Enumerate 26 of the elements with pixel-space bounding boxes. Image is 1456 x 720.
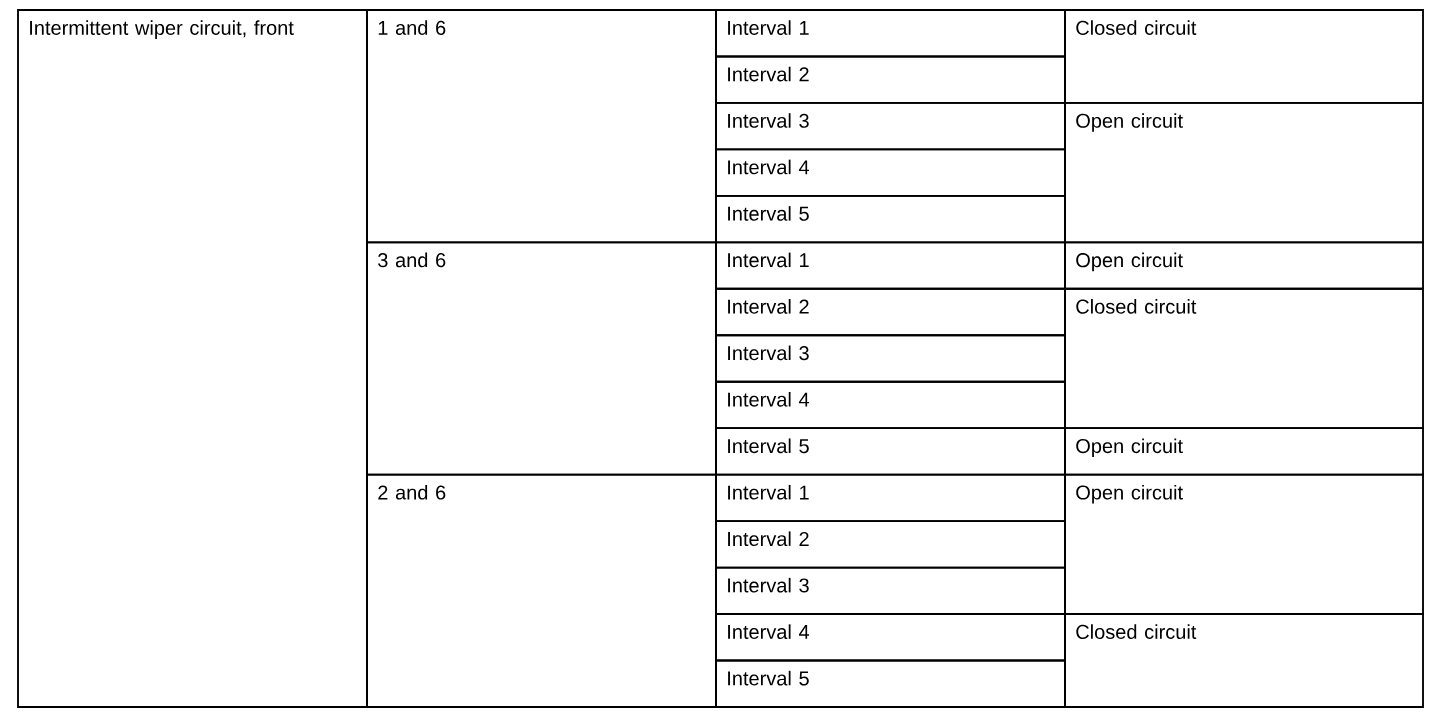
table-cell: Interval 4: [715, 380, 1066, 430]
table-cell: 3 and 6: [366, 241, 717, 476]
table-cell: Interval 4: [715, 148, 1066, 197]
table-cell: Open circuit: [1064, 241, 1424, 290]
table-cell: Interval 3: [715, 566, 1066, 615]
table-cell: Intermittent wiper circuit, front: [17, 9, 368, 708]
table-cell: Closed circuit: [1064, 613, 1424, 708]
table-cell: Interval 1: [715, 473, 1066, 523]
table-cell: Open circuit: [1064, 427, 1424, 476]
table-cell: Open circuit: [1064, 473, 1424, 615]
table-cell: Interval 3: [715, 102, 1066, 151]
table-cell: Open circuit: [1064, 102, 1424, 244]
table-cell: Closed circuit: [1064, 287, 1424, 430]
table-cell: Interval 1: [715, 9, 1066, 58]
table-cell: Interval 2: [715, 55, 1066, 104]
table-cell: Interval 5: [715, 659, 1066, 708]
table-cell: Interval 4: [715, 613, 1066, 662]
table-cell: Interval 5: [715, 427, 1066, 476]
table-cell: Interval 5: [715, 194, 1066, 244]
table-cell: Interval 3: [715, 334, 1066, 383]
table-cell: Interval 2: [715, 287, 1066, 337]
table-cell: 1 and 6: [366, 9, 717, 244]
table-cell: Interval 2: [715, 520, 1066, 569]
table-cell: 2 and 6: [366, 473, 717, 708]
table-cell: Closed circuit: [1064, 9, 1424, 104]
table-cell: Interval 1: [715, 241, 1066, 290]
